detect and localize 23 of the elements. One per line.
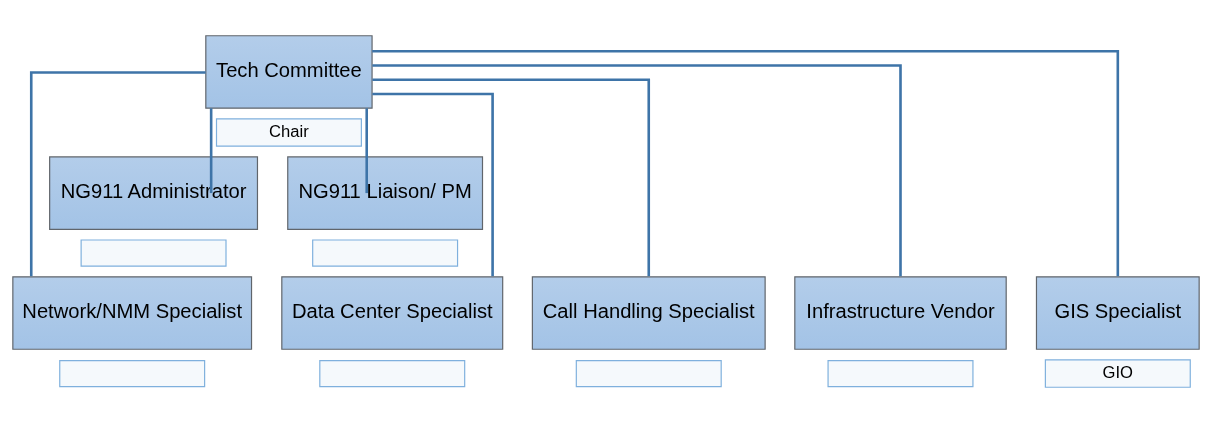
node-box: Network/NMM Specialist: [12, 276, 253, 350]
connector: [209, 108, 213, 194]
node-box: [80, 239, 227, 267]
node-box: Infrastructure Vendor: [794, 276, 1007, 350]
node-box: NG911 Administrator: [49, 156, 259, 230]
connector: [372, 78, 651, 277]
node-box: Call Handling Specialist: [531, 276, 766, 350]
node-box: GIO: [1044, 359, 1191, 388]
node-box: NG911 Liaison/ PM: [287, 156, 484, 230]
node-box: [827, 359, 974, 388]
node-box: [575, 359, 722, 388]
connector: [372, 92, 494, 277]
connector: [29, 71, 206, 277]
node-box: Tech Committee: [205, 35, 373, 109]
node-box: Data Center Specialist: [281, 276, 504, 350]
node-box: Chair: [215, 118, 362, 147]
node-box: GIS Specialist: [1035, 276, 1200, 350]
node-box: [319, 359, 466, 388]
connector: [365, 108, 369, 194]
node-box: [59, 359, 206, 388]
connector: [372, 64, 902, 277]
node-box: [312, 239, 459, 267]
connector: [372, 49, 1120, 277]
